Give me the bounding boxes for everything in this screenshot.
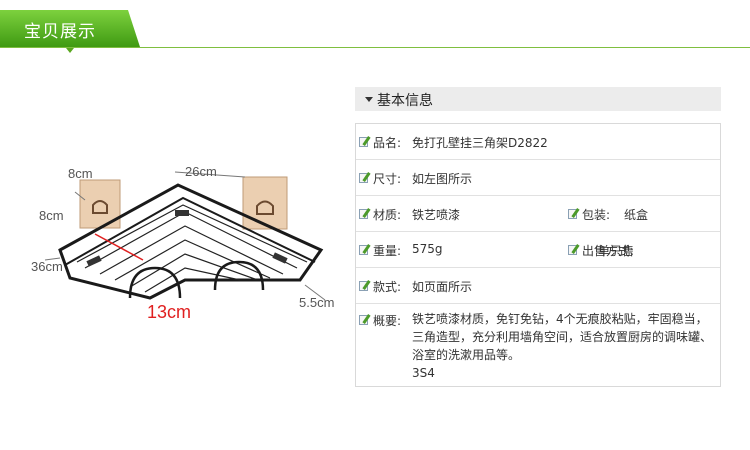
dimension-width-label: 8cm <box>68 166 93 181</box>
row-label: 材质: <box>373 208 402 222</box>
row-label-secondary: 出售方式: <box>582 244 635 258</box>
row-label: 款式: <box>373 280 402 294</box>
dimension-inner-label: 13cm <box>147 302 192 322</box>
table-row: 重量: 575g 出售方式: 单只售 <box>356 232 720 268</box>
header-tab <box>0 10 140 47</box>
pencil-icon <box>359 136 371 148</box>
row-value: 575g <box>412 242 443 256</box>
pencil-icon <box>359 314 371 326</box>
table-row: 款式: 如页面所示 <box>356 268 720 304</box>
pencil-icon <box>359 244 371 256</box>
caret-down-icon <box>365 97 373 102</box>
section-title: 宝贝展示 <box>24 22 96 42</box>
pencil-icon <box>359 280 371 292</box>
info-section-header: 基本信息 <box>355 87 721 111</box>
row-value: 如左图所示 <box>412 172 473 186</box>
table-row: 材质: 铁艺喷漆 包装: 纸盒 <box>356 196 720 232</box>
row-label: 重量: <box>373 244 402 258</box>
product-image: 8cm 26cm 8cm 36cm 13cm 5.5cm <box>25 150 345 340</box>
row-value: 如页面所示 <box>412 280 473 294</box>
table-row: 品名: 免打孔壁挂三角架D2822 <box>356 124 720 160</box>
info-table: 品名: 免打孔壁挂三角架D2822 尺寸: 如左图所示 材质: 铁艺喷漆 包装:… <box>355 123 721 387</box>
info-section-title: 基本信息 <box>377 93 433 109</box>
row-value-secondary: 纸盒 <box>624 208 649 222</box>
summary-line: 三角造型，充分利用墙角空间，适合放置厨房的调味罐、 <box>412 330 713 344</box>
pencil-icon <box>359 208 371 220</box>
row-value: 铁艺喷漆 <box>412 208 461 222</box>
row-value: 免打孔壁挂三角架D2822 <box>412 136 548 150</box>
row-label-secondary: 包装: <box>582 208 611 222</box>
pencil-icon <box>568 244 580 256</box>
dimension-height-label: 8cm <box>39 208 64 223</box>
row-label: 概要: <box>373 314 402 328</box>
pencil-icon <box>359 172 371 184</box>
summary-text: 铁艺喷漆材质，免钉免钻，4个无痕胶粘贴，牢固稳当， 三角造型，充分利用墙角空间，… <box>412 310 717 392</box>
header-notch-icon <box>66 48 74 53</box>
pencil-icon <box>568 208 580 220</box>
dimension-depth-label: 36cm <box>31 259 63 274</box>
dimension-top-label: 26cm <box>185 164 217 179</box>
row-label: 品名: <box>373 136 402 150</box>
corner-shelf-illustration <box>44 171 326 301</box>
section-header: 宝贝展示 <box>0 10 750 55</box>
dimension-side-label: 5.5cm <box>299 295 335 310</box>
summary-line: 铁艺喷漆材质，免钉免钻，4个无痕胶粘贴，牢固稳当， <box>412 312 708 326</box>
summary-line: 浴室的洗漱用品等。 <box>412 348 521 362</box>
header-divider <box>0 47 750 48</box>
summary-line: 3S4 <box>412 366 435 380</box>
row-value-secondary: 单只售 <box>598 244 635 258</box>
table-row: 概要: 铁艺喷漆材质，免钉免钻，4个无痕胶粘贴，牢固稳当， 三角造型，充分利用墙… <box>356 304 720 386</box>
row-label: 尺寸: <box>373 172 402 186</box>
table-row: 尺寸: 如左图所示 <box>356 160 720 196</box>
